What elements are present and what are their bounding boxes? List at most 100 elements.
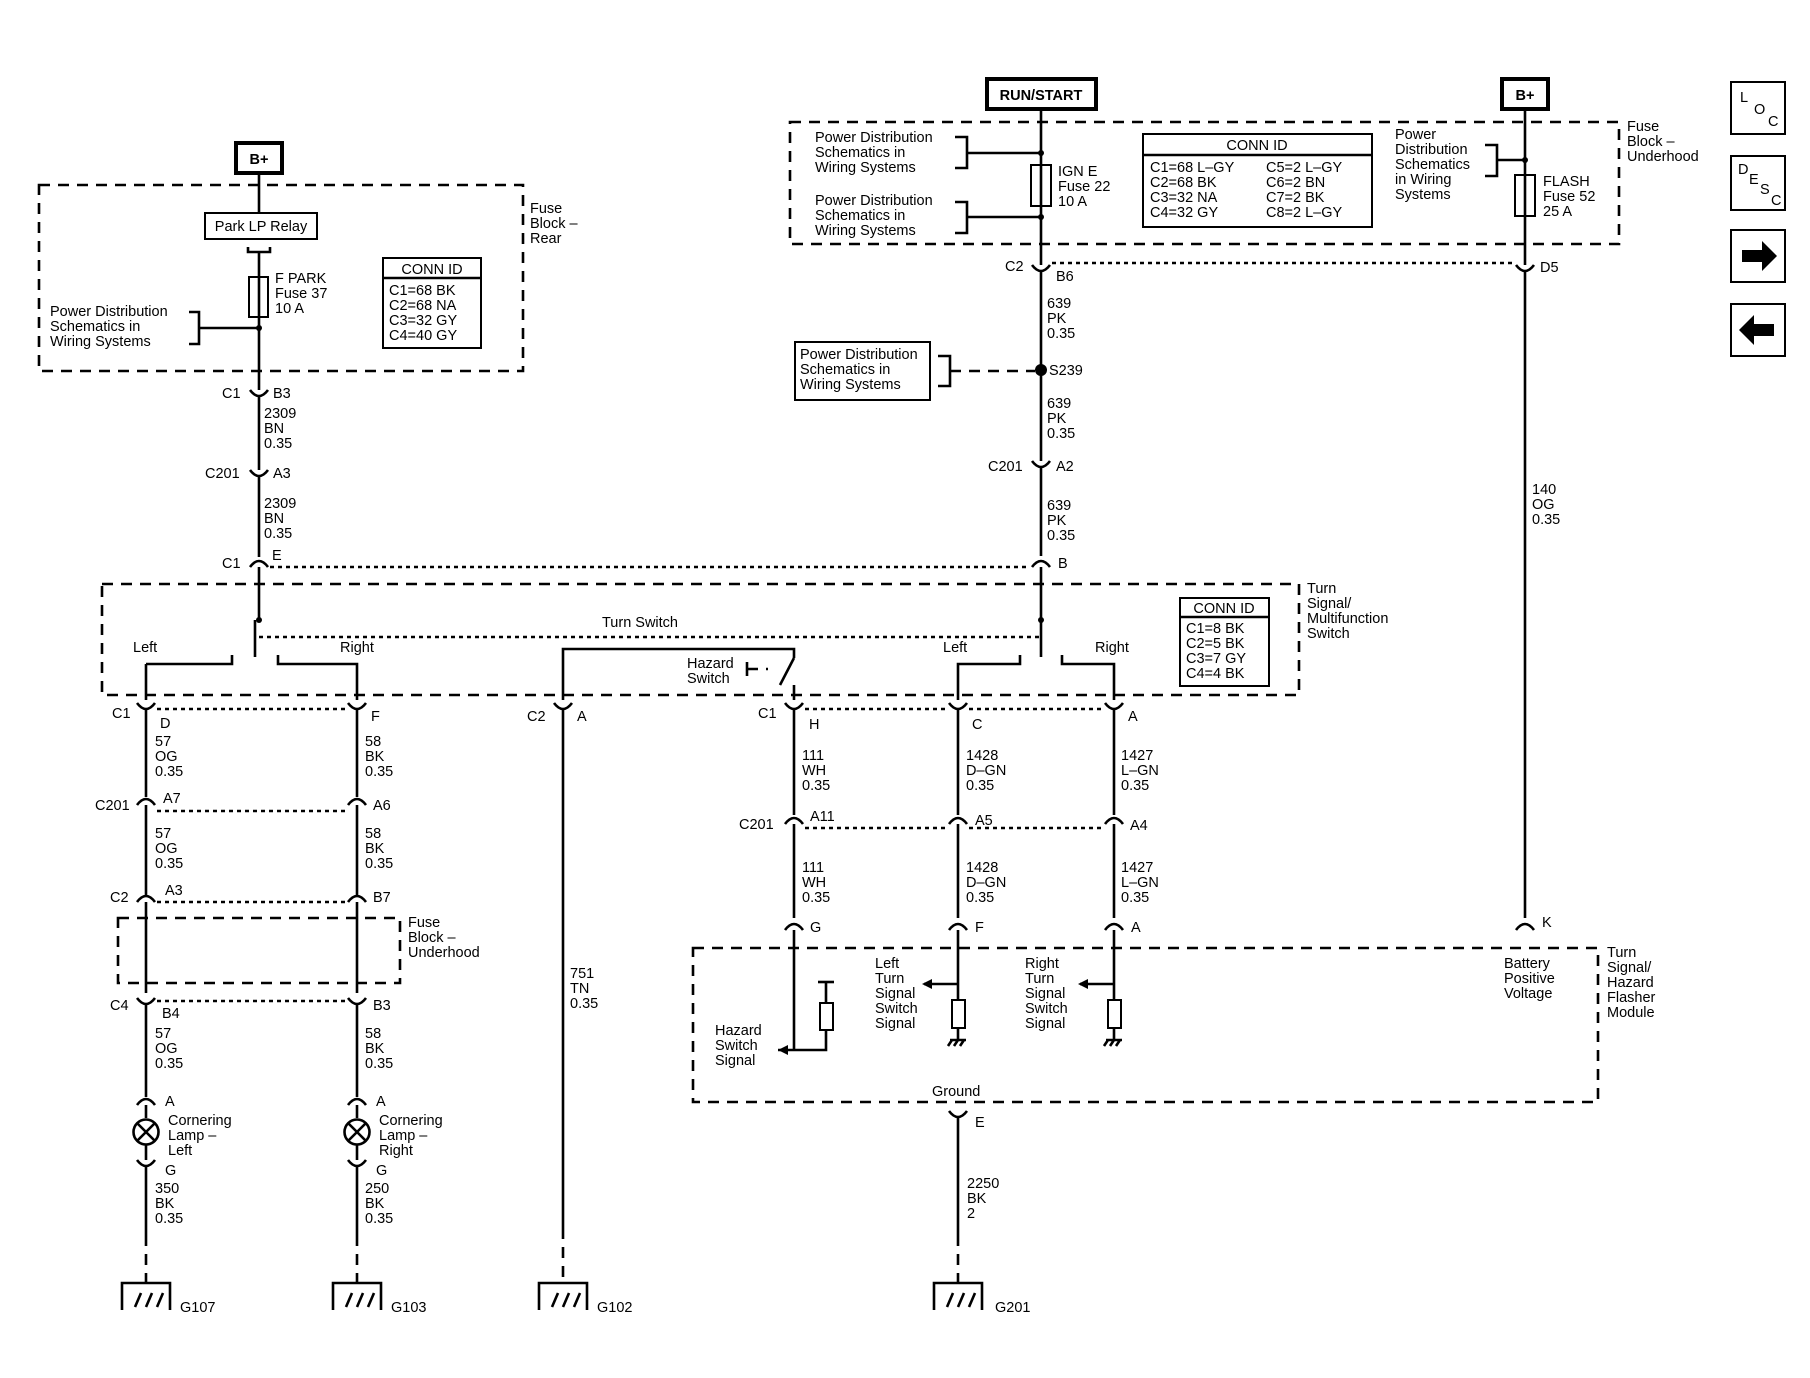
svg-text:140 OG 0.35: 140 OG 0.35 [1532,482,1560,528]
svg-text:A2: A2 [1056,459,1074,475]
svg-text:C201: C201 [95,798,130,814]
svg-text:A: A [376,1094,386,1110]
svg-text:639 PK 0.35: 639 PK 0.35 [1047,396,1075,442]
svg-text:250 BK 0.35: 250 BK 0.35 [365,1181,393,1227]
arrow-right-icon [1742,241,1777,271]
right-signal-resistor [1107,999,1122,1029]
svg-text:C1: C1 [222,386,241,402]
ground-g107-icon [120,1281,172,1310]
turn-switch-outline [100,582,1301,697]
svg-text:A11: A11 [810,809,835,825]
svg-text:A: A [1128,709,1138,725]
svg-text:Power Distribution Schemat: Power Distribution Schematics in Wiring … [815,130,937,176]
svg-text:A3: A3 [165,883,183,899]
flasher-module-outline [691,946,1600,1104]
f-park-fuse-label: F PARK Fuse 37 10 A [275,271,331,317]
svg-text:Turn Signal/ Hazard: Turn Signal/ Hazard Flasher Module [1607,945,1659,1021]
svg-text:C1=68 BK C2=68 NA C3=3: C1=68 BK C2=68 NA C3=32 GY C4=40 GY [389,283,461,344]
svg-text:C201: C201 [205,466,240,482]
bplus-left-label: B+ [234,141,284,175]
nav-desc-button[interactable]: D E S C [1730,155,1786,211]
svg-text:C1: C1 [758,706,777,722]
hazard-switch-label: Hazard Switch [687,656,738,687]
svg-text:58 BK 0.35: 58 BK 0.35 [365,826,393,872]
fuse-block-rear-title: Fuse Block – Rear [530,201,582,247]
svg-text:RUN/START: RUN/START [1000,88,1083,104]
svg-text:A7: A7 [163,791,181,807]
svg-text:Fuse Block – Underhood: Fuse Block – Underhood [408,915,480,961]
ground-g201-icon [932,1281,984,1310]
ground-g201-label: G201 [995,1300,1030,1316]
svg-text:A5: A5 [975,813,993,829]
svg-text:B3: B3 [273,386,291,402]
svg-text:A4: A4 [1130,818,1148,834]
svg-text:C201: C201 [988,459,1023,475]
nav-desc-c: C [1771,193,1781,209]
svg-text:C1=8 BK C2=5 BK C3=7 G: C1=8 BK C2=5 BK C3=7 GY C4=4 BK [1186,621,1250,682]
svg-text:350 BK 0.35: 350 BK 0.35 [155,1181,183,1227]
splice-s239 [1035,364,1047,376]
pd-rear-text: Power Distribution Schematics in Wiring … [50,304,172,350]
svg-text:Hazard Switch Signal: Hazard Switch Signal [715,1023,766,1069]
left-signal-resistor [951,999,966,1029]
svg-text:A3: A3 [273,466,291,482]
nav-desc-s: S [1760,182,1770,198]
svg-text:1427 L–GN 0.35: 1427 L–GN 0.35 [1121,748,1163,794]
svg-text:B3: B3 [373,998,391,1014]
arrow-left-icon [1739,315,1774,345]
svg-text:A: A [165,1094,175,1110]
svg-text:C4: C4 [110,998,129,1014]
ground-g102-label: G102 [597,1300,632,1316]
rear-conn-id-box [382,257,482,349]
fuse-block-underhood-lower-outline [116,916,402,985]
svg-text:B7: B7 [373,890,391,906]
hazard-resistor [819,1002,834,1031]
prev-arrow-button[interactable] [1730,303,1786,357]
svg-text:2309 BN 0.35: 2309 BN 0.35 [264,496,300,542]
svg-text:111 WH 0.35: 111 WH 0.35 [802,860,830,906]
svg-text:B+: B+ [1516,88,1535,104]
svg-text:K: K [1542,915,1552,931]
svg-text:57 OG 0.35: 57 OG 0.35 [155,1026,183,1072]
svg-text:Left: Left [133,640,157,656]
cornering-lamp-left [132,1118,160,1146]
svg-text:E: E [975,1115,985,1131]
svg-text:Right: Right [340,640,374,656]
fuse-block-rear-outline [37,183,525,373]
svg-text:FLASH Fuse 52 25 A: FLASH Fuse 52 25 A [1543,174,1599,220]
nav-desc-e: E [1749,172,1759,188]
svg-text:Right Turn Signal: Right Turn Signal Switch Signal [1025,956,1072,1032]
svg-text:B4: B4 [162,1006,180,1022]
svg-text:Turn Signal/ Multifunc: Turn Signal/ Multifunction Switch [1307,581,1392,642]
svg-text:H: H [809,717,819,733]
svg-text:2309 BN 0.35: 2309 BN 0.35 [264,406,300,452]
ground-g102-icon [537,1281,589,1310]
turn-switch-conn-id-box [1179,597,1270,687]
svg-text:1428 D–GN 0.35: 1428 D–GN 0.35 [966,748,1010,794]
svg-text:A: A [577,709,587,725]
pd-splice-box [794,341,931,401]
svg-text:C: C [972,717,982,733]
fuse-block-underhood-title: Fuse Block – Underhood [1627,119,1699,165]
svg-text:Turn Switch: Turn Switch [602,615,678,631]
nav-loc-button[interactable]: L O C [1730,81,1786,135]
svg-text:57 OG 0.35: 57 OG 0.35 [155,826,183,872]
svg-text:58 BK 0.35: 58 BK 0.35 [365,1026,393,1072]
svg-text:C1: C1 [112,706,131,722]
next-arrow-button[interactable] [1730,229,1786,283]
svg-text:57 OG 0.35: 57 OG 0.35 [155,734,183,780]
svg-text:A6: A6 [373,798,391,814]
svg-text:F: F [975,920,984,936]
svg-text:F: F [371,709,380,725]
svg-text:C2: C2 [527,709,546,725]
bplus-right-label: B+ [1500,77,1550,111]
svg-text:639 PK 0.35: 639 PK 0.35 [1047,498,1075,544]
underhood-conn-id-box [1142,133,1373,228]
svg-text:Power Distribution Schemat: Power Distribution Schematics in Wiring … [800,347,922,393]
svg-text:Battery Positive Volta: Battery Positive Voltage [1504,956,1559,1002]
svg-text:C1=68 L–GY C2=68 BK C3: C1=68 L–GY C2=68 BK C3=32 NA C4=32 GY [1150,160,1238,221]
svg-text:C2: C2 [110,890,129,906]
nav-loc-c: C [1768,114,1778,130]
svg-text:Ground: Ground [932,1084,980,1100]
